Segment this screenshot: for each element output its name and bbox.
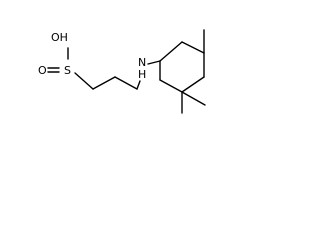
atom-label-o: O: [38, 64, 47, 77]
bond-c2-c3: [114, 76, 138, 90]
bond-c3-n: [136, 80, 141, 90]
bond-methyl-gem-2: [181, 91, 206, 106]
atom-label-nh-h: H: [138, 68, 146, 81]
bond-c1-c2: [92, 76, 116, 90]
bond-s-c1: [74, 72, 94, 90]
atom-label-n: N: [138, 56, 146, 69]
atom-label-s: S: [64, 64, 71, 77]
structure-drawing: OH S O N H: [38, 29, 206, 114]
molecule-canvas: OH S O N H: [0, 0, 239, 132]
bond-ring-5: [159, 79, 183, 93]
bond-n-ring: [147, 60, 161, 65]
atom-label-oh: OH: [51, 31, 68, 44]
bond-ring-1: [159, 41, 183, 62]
bond-ring-2: [181, 41, 205, 54]
bond-group: [47, 29, 206, 114]
bond-ring-4: [181, 76, 205, 93]
